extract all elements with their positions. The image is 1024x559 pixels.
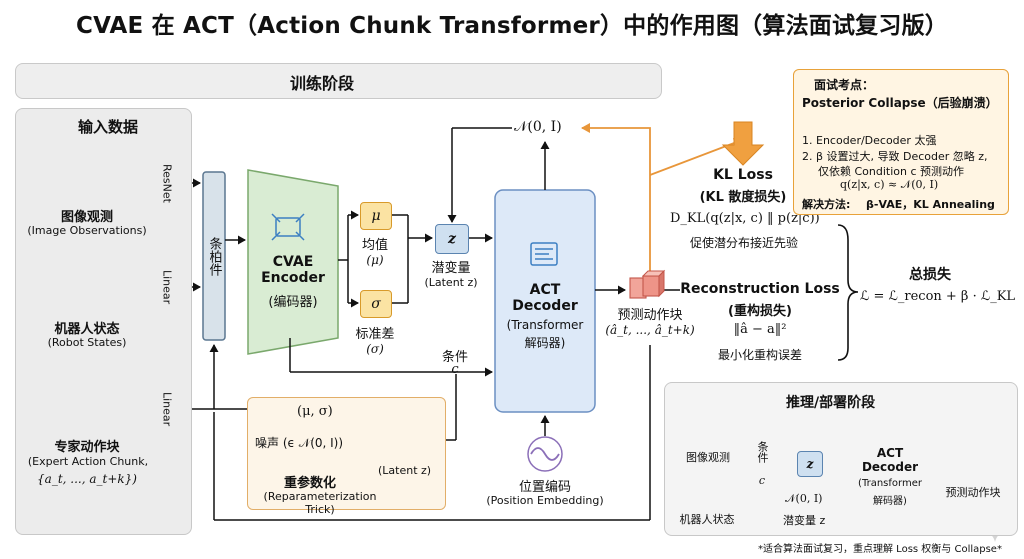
- kl-sub: (KL 散度损失): [699, 190, 787, 205]
- decoder-title: ACT Decoder: [512, 282, 578, 314]
- pred-label: 预测动作块: [617, 308, 683, 323]
- std-label: 标准差: [355, 327, 395, 342]
- inference-prior: 𝒩(0, I): [785, 492, 823, 505]
- position-label: 位置编码: [518, 480, 571, 495]
- inference-decoder-title: ACT Decoder: [861, 446, 919, 474]
- loss-brace: [837, 224, 859, 361]
- note-line2: 2. β 设置过大, 导致 Decoder 忽略 z,: [802, 150, 988, 163]
- inference-z-box: z: [797, 451, 823, 477]
- latent-z-box: z: [435, 224, 469, 254]
- footnote: *适合算法面试复习，重点理解 Loss 权衡与 Collapse*: [758, 544, 1002, 555]
- note-line4: q(z|x, c) ≈ 𝒩(0, I): [840, 178, 939, 191]
- reparam-sub: (Reparameterization Trick): [263, 490, 377, 516]
- image-obs-label: 图像观测: [60, 210, 113, 225]
- kl-down-arrow-icon: [721, 121, 765, 166]
- inference-panel: [664, 382, 1018, 536]
- linear-label-1: Linear: [160, 269, 174, 305]
- kl-formula: D_KL(q(z|x, c) ‖ p(z|c)): [670, 211, 820, 226]
- wave-icon: [527, 436, 563, 472]
- concat-box: [202, 171, 226, 341]
- note-solution: β-VAE，KL Annealing: [866, 198, 995, 211]
- mu-box: μ: [360, 202, 392, 230]
- note-line1: 1. Encoder/Decoder 太强: [802, 134, 937, 147]
- reparam-noise: 噪声 (ϵ 𝒩(0, I)): [255, 436, 344, 450]
- position-sub: (Position Embedding): [486, 494, 604, 507]
- total-formula: ℒ = ℒ_recon + β · ℒ_KL: [860, 289, 1016, 304]
- condition-symbol: c: [451, 362, 459, 377]
- inference-robot-label: 机器人状态: [679, 513, 735, 526]
- robot-state-label: 机器人状态: [54, 322, 120, 337]
- mean-label: 均值: [361, 238, 388, 253]
- linear-label-2: Linear: [160, 391, 174, 427]
- concat-label: 条柏件: [206, 236, 222, 276]
- decoder-icon: [530, 242, 558, 266]
- kl-desc: 促使潜分布接近先验: [690, 236, 799, 250]
- interview-note: [793, 69, 1009, 215]
- note-solution-label: 解决方法:: [802, 198, 851, 211]
- inference-decoder-sub1: (Transformer: [858, 478, 922, 489]
- inference-pred-label: 预测动作块: [945, 486, 1001, 499]
- inference-decoder-sub2: 解码器): [873, 496, 907, 507]
- encoder-sub: (编码器): [268, 295, 318, 310]
- latent-sub: (Latent z): [424, 276, 478, 289]
- expert-chunk-math: {a_t, ..., a_t+k}): [37, 472, 137, 486]
- latent-label: 潜变量: [431, 261, 471, 276]
- encoder-title: CVAE Encoder: [261, 254, 325, 286]
- inference-latent-label: 潜变量 z: [783, 514, 826, 527]
- page-title: CVAE 在 ACT（Action Chunk Transformer）中的作用…: [76, 13, 948, 39]
- pred-math: (â_t, ..., â_t+k): [605, 323, 695, 337]
- recon-desc: 最小化重构误差: [717, 348, 802, 362]
- mean-symbol: (μ): [366, 253, 384, 267]
- expert-chunk-label: 专家动作块: [54, 440, 120, 455]
- resnet-label: ResNet: [160, 163, 174, 203]
- training-banner-label: 训练阶段: [290, 74, 355, 93]
- inference-cond-label: 条件: [756, 441, 769, 463]
- reparam-title: 重参数化: [283, 476, 336, 491]
- prediction-blocks-icon: [629, 269, 666, 299]
- inputs-title: 输入数据: [78, 118, 139, 136]
- inference-cond-symbol: c: [758, 474, 766, 487]
- expert-chunk-sub: (Expert Action Chunk,: [27, 455, 149, 468]
- robot-state-sub: (Robot States): [47, 336, 127, 349]
- recon-formula: ‖â − a‖²: [733, 322, 787, 337]
- recon-title: Reconstruction Loss: [680, 281, 840, 297]
- inference-title: 推理/部署阶段: [786, 395, 876, 411]
- sigma-box: σ: [360, 290, 392, 318]
- training-banner: [15, 63, 662, 99]
- image-obs-sub: (Image Observations): [27, 224, 147, 237]
- reparam-latent: (Latent z): [378, 464, 432, 477]
- decoder-sub2: 解码器): [524, 336, 566, 350]
- decoder-sub1: (Transformer: [506, 318, 584, 332]
- note-header: 面试考点：: [814, 78, 875, 92]
- reparam-box: [247, 397, 446, 510]
- note-title: Posterior Collapse（后验崩溃）: [802, 96, 998, 110]
- encoder-shape: [247, 169, 339, 355]
- kl-title: KL Loss: [713, 167, 773, 183]
- inference-image-label: 图像观测: [686, 451, 730, 464]
- prior-label: 𝒩(0, I): [514, 119, 562, 135]
- std-symbol: (σ): [366, 342, 384, 356]
- inputs-panel: [15, 108, 192, 535]
- total-title: 总损失: [909, 267, 951, 283]
- reparam-musigma: (μ, σ): [297, 404, 333, 419]
- encoder-icon: [271, 213, 305, 241]
- condition-label: 条件: [441, 350, 468, 365]
- note-line3: 仅依赖 Condition c 预测动作: [818, 165, 965, 178]
- recon-sub: (重构损失): [728, 304, 792, 319]
